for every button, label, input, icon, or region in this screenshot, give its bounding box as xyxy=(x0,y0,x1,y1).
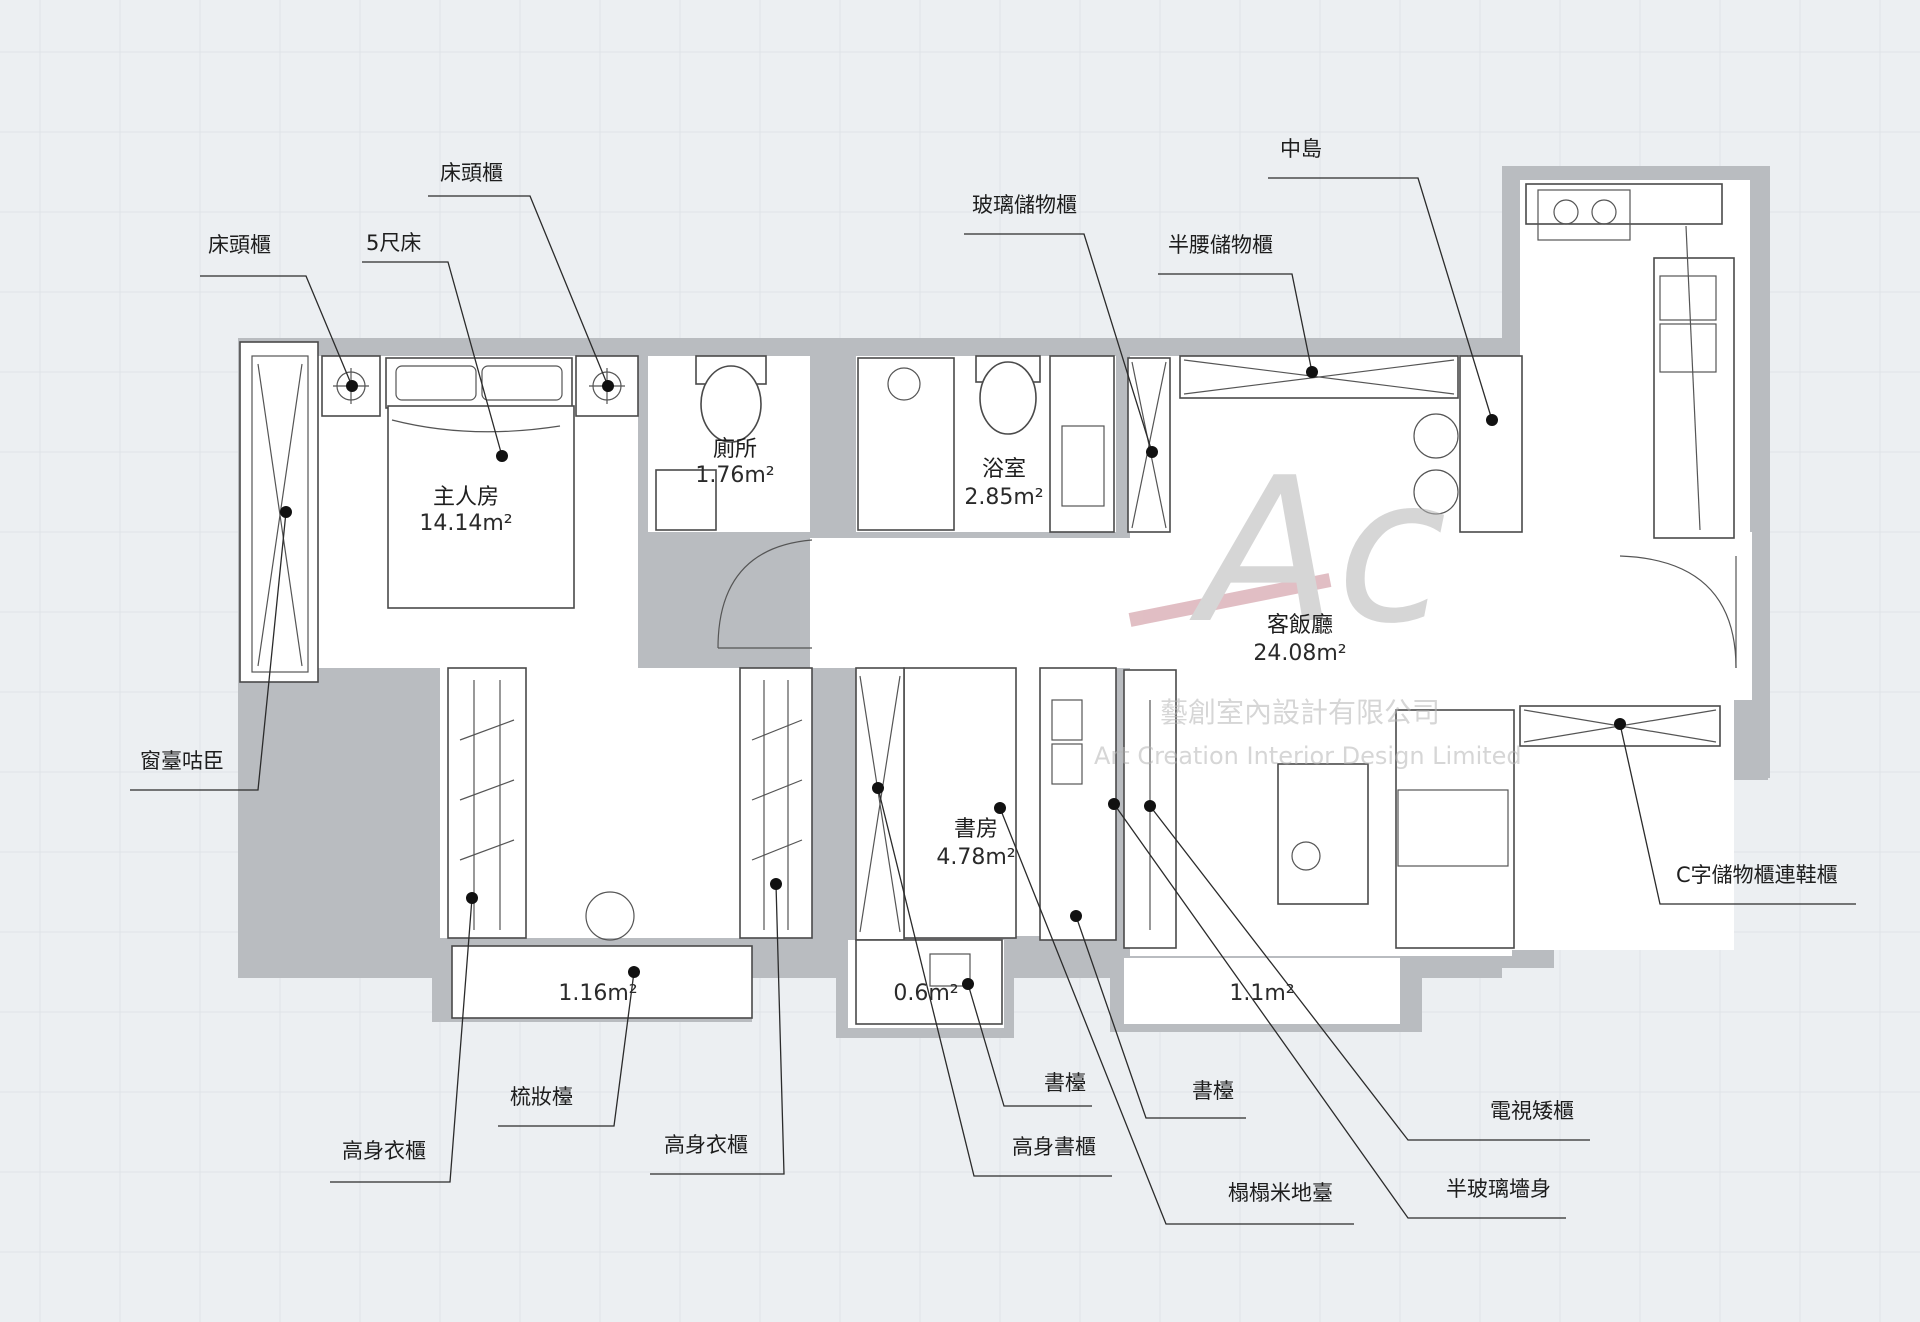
room-area-master: 14.14m² xyxy=(419,511,512,536)
callout-tall-wardrobe-right-label: 高身衣櫃 xyxy=(664,1133,748,1157)
callout-half-storage-label: 半腰儲物櫃 xyxy=(1168,233,1273,257)
room-area-study: 4.78m² xyxy=(936,845,1015,870)
tall-wardrobe-left xyxy=(447,667,527,939)
callout-window-seat: 窗臺咕臣 xyxy=(130,506,292,791)
callout-tatami: 榻榻米地臺 xyxy=(994,802,1354,1225)
room-name-study: 書房 xyxy=(954,817,998,842)
callout-tall-wardrobe-right: 高身衣櫃 xyxy=(650,878,785,1175)
callout-island-label: 中島 xyxy=(1280,137,1322,161)
sofa xyxy=(1395,709,1515,949)
callout-tall-wardrobe-left: 高身衣櫃 xyxy=(330,892,478,1183)
half-height-storage xyxy=(1179,355,1459,399)
room-name-living: 客飯廳 xyxy=(1267,613,1333,638)
watermark: Ac 藝創室內設計有限公司 Art Creation Interior Desi… xyxy=(1094,435,1522,770)
callout-bedside-left: 床頭櫃 xyxy=(200,233,358,392)
callout-tatami-label: 榻榻米地臺 xyxy=(1228,1181,1333,1205)
callout-half-glass: 半玻璃墻身 xyxy=(1108,798,1566,1219)
callout-dresser: 梳妝檯 xyxy=(498,966,640,1127)
room-area-bay-left: 1.16m² xyxy=(558,981,637,1006)
bay-desk xyxy=(855,939,1003,1025)
callout-desk-bay-label: 書檯 xyxy=(1044,1071,1086,1095)
room-area-bathroom: 2.85m² xyxy=(964,485,1043,510)
callout-bed: 5尺床 xyxy=(362,231,508,462)
callout-bedside-right: 床頭櫃 xyxy=(428,161,614,392)
watermark-company-zh: 藝創室內設計有限公司 xyxy=(1160,696,1440,729)
room-area-bay-study: 0.6m² xyxy=(893,981,958,1006)
kitchen-island xyxy=(1413,355,1523,533)
room-name-master: 主人房 xyxy=(433,485,499,510)
room-area-living: 24.08m² xyxy=(1253,641,1346,666)
tall-bookcase xyxy=(855,667,905,941)
dresser xyxy=(451,891,753,1019)
callout-half-glass-label: 半玻璃墻身 xyxy=(1446,1177,1551,1201)
kitchen xyxy=(1525,183,1735,539)
window-seat xyxy=(239,341,319,683)
callout-c-cabinet: C字儲物櫃連鞋櫃 xyxy=(1614,718,1856,905)
callout-tall-bookcase: 高身書櫃 xyxy=(872,782,1112,1177)
doors xyxy=(717,539,1737,669)
bathroom-fixtures xyxy=(857,355,1115,533)
watermark-logo: Ac xyxy=(1189,435,1447,668)
room-area-toilet: 1.76m² xyxy=(695,463,774,488)
watermark-company-en: Art Creation Interior Design Limited xyxy=(1094,742,1522,770)
study-desk xyxy=(1039,667,1117,941)
coffee-table xyxy=(1277,763,1369,905)
callout-dresser-label: 梳妝檯 xyxy=(510,1085,573,1109)
callout-tall-wardrobe-left-label: 高身衣櫃 xyxy=(342,1139,426,1163)
toilet-fixtures xyxy=(655,355,767,531)
callout-glass-storage: 玻璃儲物櫃 xyxy=(964,193,1158,458)
callout-island: 中島 xyxy=(1268,137,1498,426)
callout-bedside-left-label: 床頭櫃 xyxy=(208,233,271,257)
room-name-toilet: 廁所 xyxy=(713,437,757,462)
callout-bed-label: 5尺床 xyxy=(366,231,421,255)
bed xyxy=(385,357,575,609)
callout-c-cabinet-label: C字儲物櫃連鞋櫃 xyxy=(1676,863,1838,887)
callout-tv-cabinet: 電視矮櫃 xyxy=(1144,800,1590,1141)
room-area-bay-living: 1.1m² xyxy=(1229,981,1294,1006)
callout-desk-bay: 書檯 xyxy=(962,978,1092,1107)
glass-storage-cabinet xyxy=(1127,357,1171,533)
callout-bedside-right-label: 床頭櫃 xyxy=(440,161,503,185)
callout-tv-cabinet-label: 電視矮櫃 xyxy=(1490,1099,1574,1123)
callout-window-seat-label: 窗臺咕臣 xyxy=(140,749,224,773)
callout-glass-storage-label: 玻璃儲物櫃 xyxy=(972,193,1077,217)
callout-desk-study-label: 書檯 xyxy=(1192,1079,1234,1103)
callout-desk-study: 書檯 xyxy=(1070,910,1246,1119)
callout-tall-bookcase-label: 高身書櫃 xyxy=(1012,1135,1096,1159)
callout-half-storage: 半腰儲物櫃 xyxy=(1158,233,1318,378)
room-name-bathroom: 浴室 xyxy=(982,457,1026,482)
